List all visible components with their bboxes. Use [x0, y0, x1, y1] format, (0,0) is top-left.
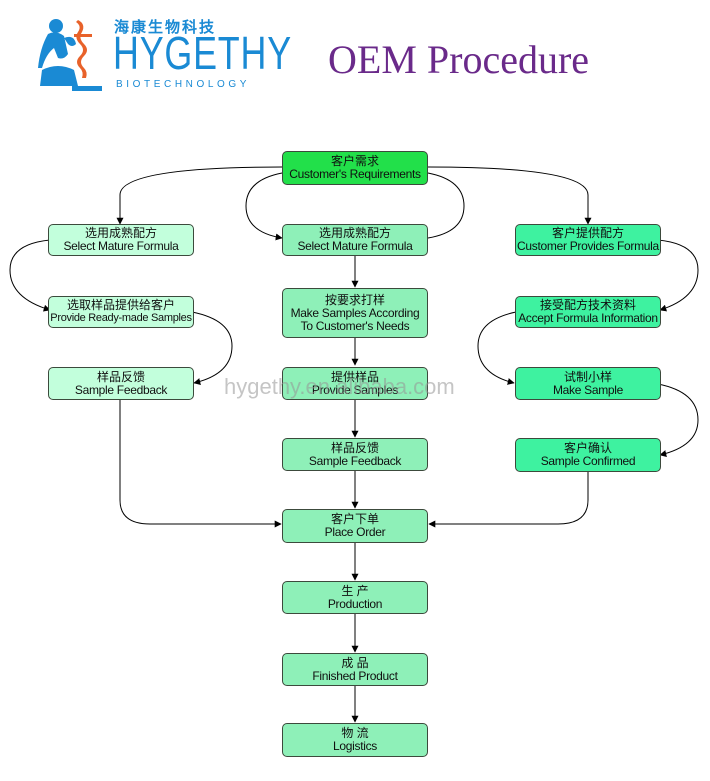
logo-subtitle: BIOTECHNOLOGY — [116, 79, 251, 90]
node-label-cn: 选用成熟配方 — [84, 226, 157, 240]
node-center-provide-samples: 提供样品 Provide Samples — [282, 367, 428, 400]
node-label-en: Customer Provides Formula — [517, 239, 659, 253]
connector-left-3 — [119, 400, 282, 528]
node-label-cn: 客户确认 — [563, 441, 612, 455]
node-label-en: Select Mature Formula — [297, 239, 413, 253]
node-label-cn: 生 产 — [341, 583, 369, 598]
node-label-en: Sample Confirmed — [540, 454, 636, 468]
node-label-en: Finished Product — [312, 668, 398, 683]
connector-top-right — [427, 166, 592, 225]
connector-top-left — [116, 166, 283, 225]
connector-right-4 — [428, 472, 589, 528]
node-center-select-formula: 选用成熟配方 Select Mature Formula — [282, 224, 428, 256]
page-title: OEM Procedure — [328, 37, 590, 82]
node-label-en: Select Mature Formula — [63, 239, 179, 253]
node-left-feedback: 样品反馈 Sample Feedback — [48, 367, 194, 400]
node-left-select-formula: 选用成熟配方 Select Mature Formula — [48, 224, 194, 256]
node-right-confirmed: 客户确认 Sample Confirmed — [515, 438, 661, 472]
node-label-en: Make Samples According — [290, 305, 420, 320]
hygeia-figure-icon — [38, 19, 102, 91]
node-label-en: Sample Feedback — [308, 453, 402, 468]
node-label-en-2: To Customer's Needs — [300, 318, 410, 333]
node-place-order: 客户下单 Place Order — [282, 509, 428, 543]
node-label-cn: 物 流 — [341, 726, 369, 740]
node-logistics: 物 流 Logistics — [282, 723, 428, 757]
node-label-en: Accept Formula Information — [518, 311, 658, 325]
node-label-cn: 客户提供配方 — [551, 226, 624, 240]
node-label-cn: 选用成熟配方 — [318, 226, 391, 240]
node-right-accept-info: 接受配方技术资料 Accept Formula Information — [515, 296, 661, 328]
node-right-make-sample: 试制小样 Make Sample — [515, 367, 661, 400]
node-label-cn: 样品反馈 — [330, 440, 379, 455]
node-label-cn: 客户下单 — [330, 512, 379, 526]
company-logo: 海康生物科技 HYGETHY BIOTECHNOLOGY — [34, 14, 291, 94]
node-label-en: Make Sample — [552, 382, 624, 397]
node-label-cn: 客户需求 — [330, 154, 379, 168]
node-label-en: Provide Samples — [311, 382, 399, 397]
node-center-feedback: 样品反馈 Sample Feedback — [282, 438, 428, 471]
node-production: 生 产 Production — [282, 581, 428, 614]
node-finished-product: 成 品 Finished Product — [282, 653, 428, 686]
node-label-en: Production — [327, 596, 383, 611]
logo-brand-name: HYGETHY — [113, 27, 292, 79]
node-label-cn: 提供样品 — [330, 369, 379, 384]
node-label-cn: 接受配方技术资料 — [539, 298, 636, 312]
node-label-cn: 按要求打样 — [324, 292, 385, 307]
node-label-en: Place Order — [324, 525, 386, 539]
connector-right-2 — [477, 311, 517, 385]
watermark-text: hygethy.en.alibaba.com — [224, 374, 455, 399]
node-customer-requirements: 客户需求 Customer's Requirements — [282, 151, 428, 185]
node-label-cn: 样品反馈 — [96, 369, 145, 384]
logo-chinese-name: 海康生物科技 — [114, 19, 217, 36]
connector-right-3 — [657, 383, 699, 457]
connector-top-center-right — [427, 172, 465, 239]
node-label-cn: 成 品 — [341, 655, 369, 670]
connector-left-1 — [9, 239, 51, 312]
node-label-en: Customer's Requirements — [289, 167, 421, 181]
connector-right-1 — [657, 239, 699, 312]
node-label-en: Logistics — [333, 739, 377, 753]
connector-left-2 — [191, 311, 233, 385]
node-center-make-samples: 按要求打样 Make Samples According To Customer… — [282, 288, 428, 338]
node-right-customer-formula: 客户提供配方 Customer Provides Formula — [515, 224, 661, 256]
node-left-ready-samples: 选取样品提供给客户 Provide Ready-made Samples — [48, 296, 194, 328]
node-label-en: Provide Ready-made Samples — [50, 312, 192, 324]
connector-top-center — [245, 172, 283, 241]
node-label-cn: 试制小样 — [563, 369, 612, 384]
node-label-en: Sample Feedback — [74, 382, 168, 397]
node-label-cn: 选取样品提供给客户 — [66, 298, 175, 312]
